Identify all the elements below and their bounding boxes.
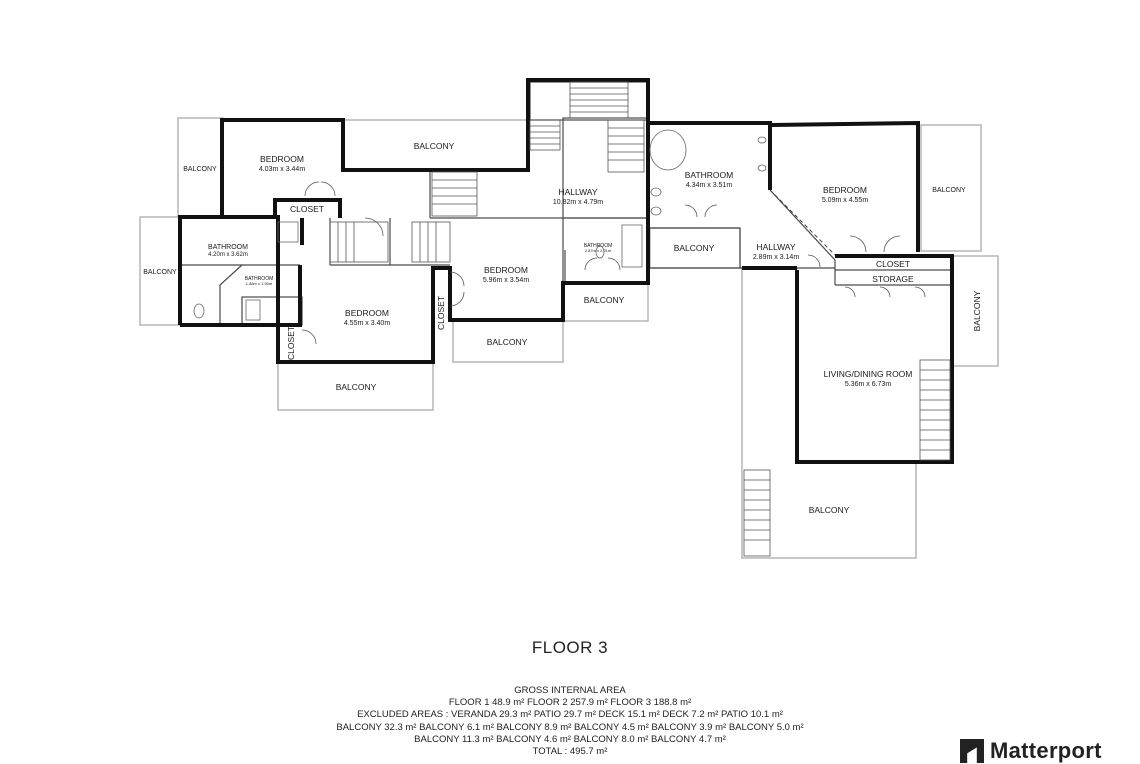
label-bathroom-small-b-name: BATHROOM xyxy=(584,243,613,249)
label-closet-d: CLOSET xyxy=(286,326,296,360)
stairs xyxy=(329,81,951,557)
label-bedroom-d-name: BEDROOM xyxy=(345,308,389,318)
label-bedroom-a-name: BEDROOM xyxy=(260,154,304,164)
area-summary: GROSS INTERNAL AREA FLOOR 1 48.9 m² FLOO… xyxy=(0,685,1140,758)
matterport-logo-icon xyxy=(960,739,984,763)
label-bathroom-b-name: BATHROOM xyxy=(685,170,733,180)
fixtures xyxy=(193,129,767,321)
label-balcony-bottom-right: BALCONY xyxy=(809,505,850,515)
label-bedroom-b-name: BEDROOM xyxy=(823,185,867,195)
label-bedroom-b-dim: 5.09m x 4.55m xyxy=(822,197,868,204)
label-bedroom-c-name: BEDROOM xyxy=(484,265,528,275)
label-bathroom-small-b-dim: 2.87m x 2.01m xyxy=(585,248,612,253)
label-balcony-left-b: BALCONY xyxy=(143,269,177,276)
label-balcony-mid2: BALCONY xyxy=(584,295,625,305)
label-balcony-right-side: BALCONY xyxy=(972,290,982,331)
label-bathroom-b-dim: 4.34m x 3.51m xyxy=(686,182,732,189)
label-hallway-b-dim: 2.89m x 3.14m xyxy=(753,254,799,261)
doors xyxy=(301,181,926,345)
label-bathroom-small-a-dim: 1.88m x 1.90m xyxy=(246,281,273,286)
label-bathroom-a-dim: 4.20m x 3.62m xyxy=(208,252,248,258)
label-storage: STORAGE xyxy=(872,274,914,284)
label-balcony-bottom-left: BALCONY xyxy=(336,382,377,392)
floor-title: FLOOR 3 xyxy=(531,638,609,657)
room-labels: BEDROOM 4.03m x 3.44m BALCONY BALCONY CL… xyxy=(143,141,982,515)
label-balcony-mid: BALCONY xyxy=(674,243,715,253)
excluded-areas: EXCLUDED AREAS : VERANDA 29.3 m² PATIO 2… xyxy=(336,709,804,745)
label-balcony-top: BALCONY xyxy=(414,141,455,151)
open-boundary xyxy=(769,189,836,256)
label-hallway-b-name: HALLWAY xyxy=(756,242,795,252)
label-living-dining-dim: 5.36m x 6.73m xyxy=(845,381,891,388)
label-balcony-right-top: BALCONY xyxy=(932,187,966,194)
label-living-dining-name: LIVING/DINING ROOM xyxy=(824,369,913,379)
label-closet-b: CLOSET xyxy=(876,259,910,269)
balcony-outlines xyxy=(139,117,999,559)
area-floors: FLOOR 1 48.9 m² FLOOR 2 257.9 m² FLOOR 3… xyxy=(448,697,692,709)
brand-logo: Matterport xyxy=(960,738,1102,763)
label-closet-a: CLOSET xyxy=(290,204,324,214)
label-hallway-a-name: HALLWAY xyxy=(558,187,597,197)
label-hallway-a-dim: 10.82m x 4.79m xyxy=(553,199,603,206)
floor-plan: BEDROOM 4.03m x 3.44m BALCONY BALCONY CL… xyxy=(139,78,999,559)
label-balcony-mid3: BALCONY xyxy=(487,337,528,347)
label-bedroom-d-dim: 4.55m x 3.40m xyxy=(344,320,390,327)
label-bathroom-small-a-name: BATHROOM xyxy=(245,276,274,282)
exterior-walls xyxy=(178,78,954,464)
label-balcony-left-a: BALCONY xyxy=(183,166,217,173)
label-closet-c: CLOSET xyxy=(436,296,446,330)
label-bathroom-a-name: BATHROOM xyxy=(208,244,248,251)
label-bedroom-a-dim: 4.03m x 3.44m xyxy=(259,166,305,173)
label-bedroom-c-dim: 5.96m x 3.54m xyxy=(483,277,529,284)
area-total: TOTAL : 495.7 m² xyxy=(532,746,608,758)
area-heading: GROSS INTERNAL AREA xyxy=(514,685,626,696)
brand-name: Matterport xyxy=(990,738,1102,763)
